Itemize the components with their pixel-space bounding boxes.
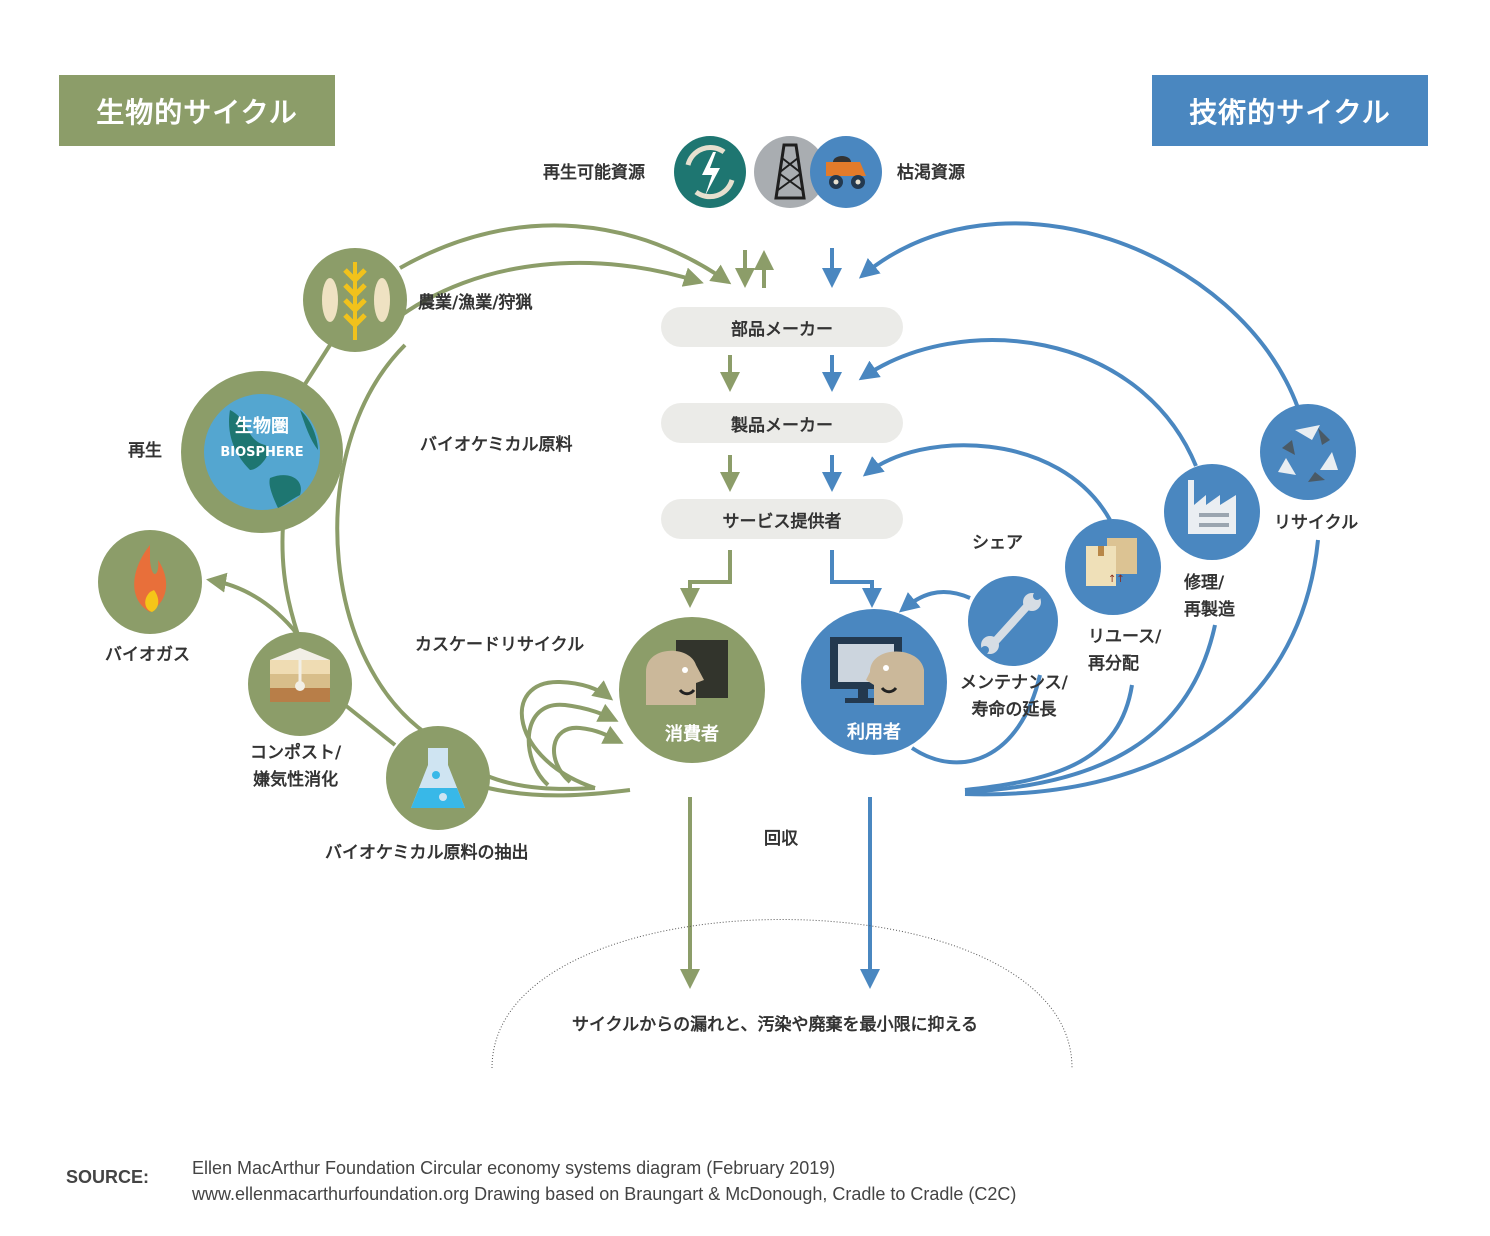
source-line-2: www.ellenmacarthurfoundation.org Drawing… <box>192 1184 1017 1204</box>
biosphere-icon <box>181 371 343 533</box>
consumer-icon <box>619 617 765 763</box>
refurbish-label: 修理/ 再製造 <box>1184 570 1235 624</box>
technical-flow-lines <box>822 221 1320 989</box>
extraction-to-consumer-line <box>487 786 631 798</box>
reuse-label: リユース/ 再分配 <box>1088 624 1161 678</box>
parts-manufacturer-label: 部品メーカー <box>731 319 833 340</box>
product-manufacturer: 製品メーカー <box>661 403 903 443</box>
user-icon <box>801 609 947 755</box>
refurbish-label-line2: 再製造 <box>1184 600 1235 621</box>
service-provider: サービス提供者 <box>661 499 903 539</box>
biosphere-label-en: BIOSPHERE <box>220 445 304 460</box>
maintain-label-line1: メンテナンス/ <box>960 673 1068 693</box>
source-label: SOURCE: <box>66 1167 150 1187</box>
biogas-icon <box>98 530 202 634</box>
refurbish-arc <box>858 338 1198 467</box>
farming-to-parts-arrow <box>399 223 732 285</box>
farming-icon <box>303 248 407 352</box>
svg-text:↑↑: ↑↑ <box>1108 574 1125 585</box>
renewable-resources-label: 再生可能資源 <box>543 163 645 183</box>
biological-cycle-header: 生物的サイクル <box>59 75 335 146</box>
finite-resources-label: 枯渇資源 <box>897 163 965 183</box>
biological-cycle-title: 生物的サイクル <box>96 95 298 129</box>
cascade-arrow-1 <box>484 682 610 791</box>
source-text: Ellen MacArthur Foundation Circular econ… <box>192 1155 1016 1207</box>
source-line-1: Ellen MacArthur Foundation Circular econ… <box>192 1158 836 1178</box>
biochem-feedstock-arrow <box>390 260 704 324</box>
maintain-return <box>910 674 1042 765</box>
compost-label-line2: 嫌気性消化 <box>253 770 339 791</box>
mining-truck-icon <box>810 136 882 208</box>
regeneration-label: 再生 <box>128 441 162 461</box>
parts-manufacturer: 部品メーカー <box>661 307 903 347</box>
compost-label: コンポスト/ 嫌気性消化 <box>250 740 341 794</box>
leakage-label: サイクルからの漏れと、汚染や廃棄を最小限に抑える <box>572 1015 978 1035</box>
service-provider-label: サービス提供者 <box>722 511 842 532</box>
technical-cycle-header: 技術的サイクル <box>1152 75 1428 146</box>
boxes-icon: ↑↑ <box>1065 519 1161 615</box>
extraction-flask-icon <box>386 726 490 830</box>
biochemical-feedstock-arc <box>335 343 446 747</box>
biochemical-feedstock-label: バイオケミカル原料 <box>420 435 573 455</box>
user-label: 利用者 <box>847 722 901 743</box>
consumer-label: 消費者 <box>665 724 719 745</box>
recycle-arc <box>858 221 1300 409</box>
maintain-label-line2: 寿命の延長 <box>971 700 1057 721</box>
factory-icon <box>1164 464 1260 560</box>
extraction-label: バイオケミカル原料の抽出 <box>325 843 529 863</box>
biosphere-to-compost-line <box>280 524 300 636</box>
green-to-consumer-arrow <box>680 550 732 608</box>
reuse-label-line2: 再分配 <box>1088 654 1139 675</box>
biosphere-label-jp: 生物圏 <box>235 416 289 437</box>
product-manufacturer-label: 製品メーカー <box>731 415 833 436</box>
renewable-energy-icon <box>674 136 746 208</box>
maintain-label: メンテナンス/ 寿命の延長 <box>960 670 1068 724</box>
recycle-return <box>964 539 1320 797</box>
reuse-return <box>964 684 1134 792</box>
compost-to-extraction-line <box>343 703 397 747</box>
cascades-label: カスケードリサイクル <box>415 635 585 655</box>
compost-label-line1: コンポスト/ <box>250 743 342 763</box>
biological-flow-lines <box>206 223 774 989</box>
maintain-arc <box>898 590 971 613</box>
reuse-label-line1: リユース/ <box>1088 627 1162 647</box>
biogas-label: バイオガス <box>105 645 190 665</box>
collection-label: 回収 <box>764 829 798 849</box>
recycle-label: リサイクル <box>1274 513 1359 533</box>
reuse-arc <box>862 443 1112 521</box>
compost-icon <box>248 632 352 736</box>
blue-to-user-arrow <box>830 550 882 608</box>
cascade-arrow-3 <box>552 725 624 784</box>
refurbish-return <box>964 624 1217 794</box>
leakage-boundary <box>491 919 1073 1069</box>
compost-to-biogas-arrow <box>206 572 300 637</box>
share-label: シェア <box>972 533 1023 553</box>
technical-cycle-title: 技術的サイクル <box>1189 95 1391 129</box>
wrench-icon <box>968 576 1058 666</box>
farming-label: 農業/漁業/狩猟 <box>418 293 533 313</box>
recycle-icon <box>1260 404 1356 500</box>
cascade-arrow-2 <box>526 702 619 787</box>
refurbish-label-line1: 修理/ <box>1184 573 1225 593</box>
oil-derrick-icon <box>754 136 826 208</box>
